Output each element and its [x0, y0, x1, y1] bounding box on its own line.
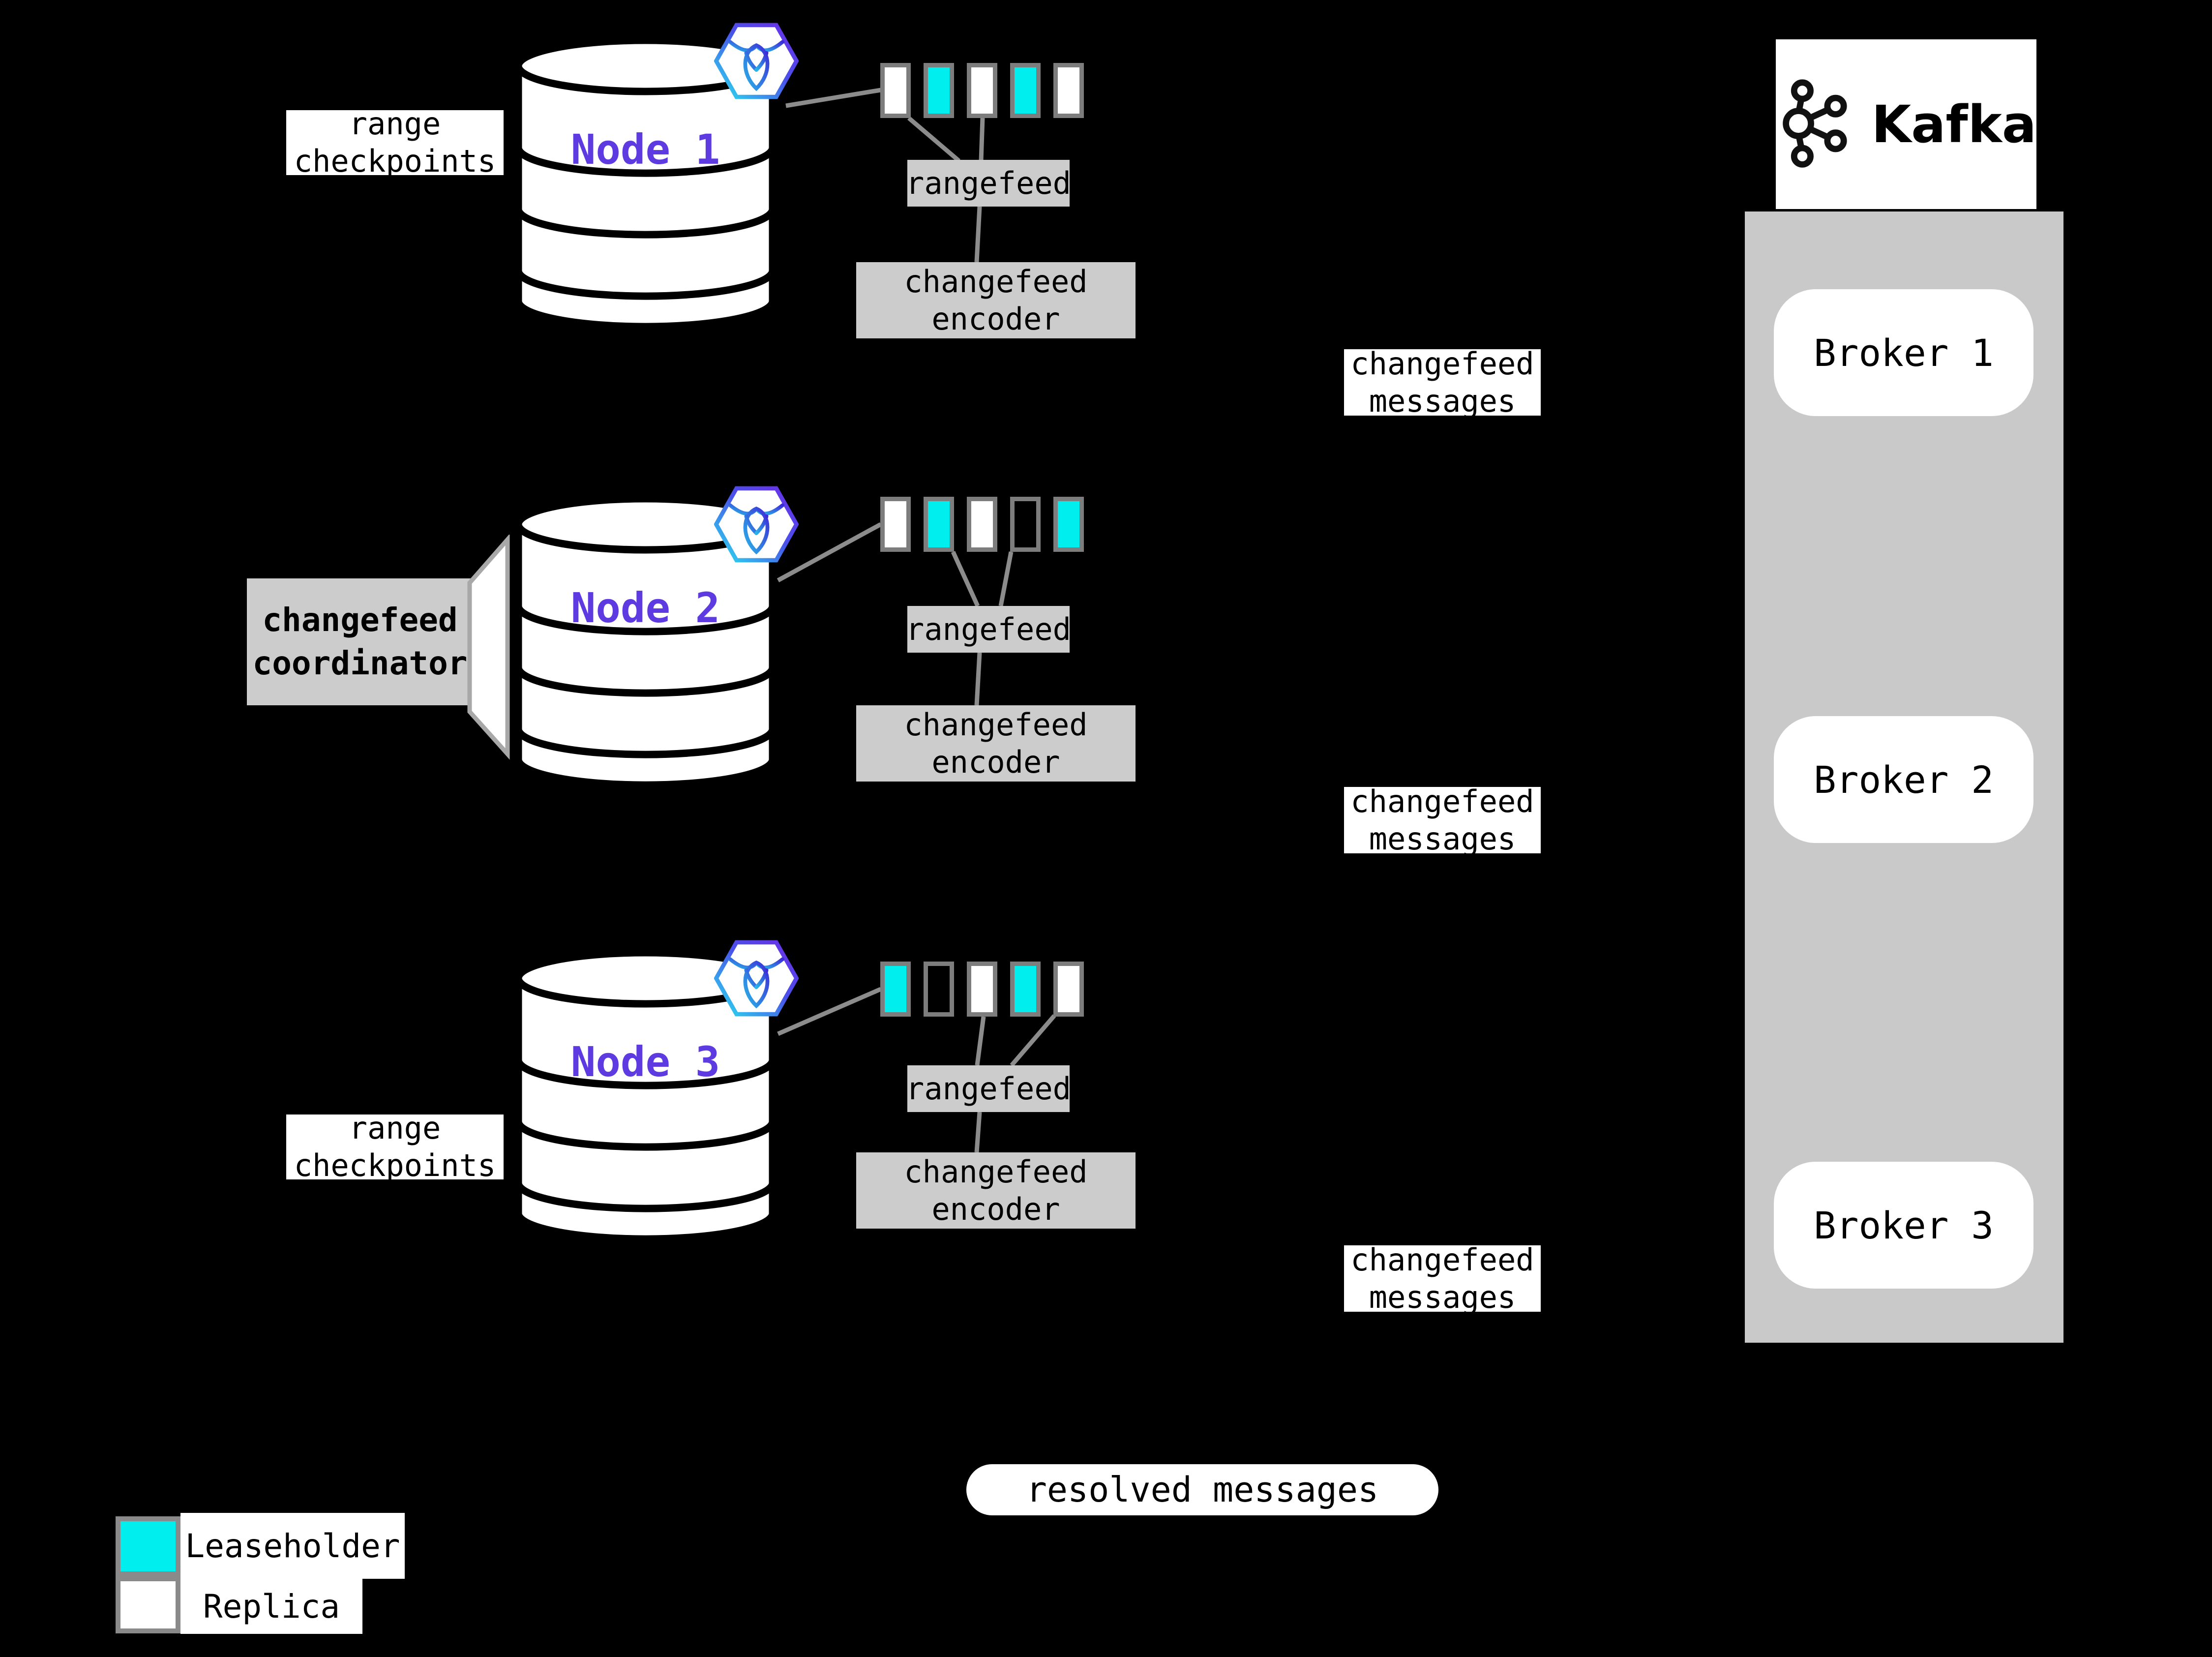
node-label: Node 3 [570, 1038, 720, 1086]
resolved-messages-label: resolved messages [966, 1464, 1438, 1515]
kafka-logo-box: Kafka [1776, 39, 2036, 209]
connector-line [907, 116, 960, 163]
range-box [1010, 962, 1041, 1017]
changefeed-messages-label: changefeed messages [1344, 787, 1541, 853]
database-cylinder [514, 949, 777, 1243]
range-box [1010, 63, 1041, 118]
range-box [1010, 497, 1041, 552]
range-checkpoints-label: range checkpoints [286, 110, 504, 175]
connector-line [777, 522, 882, 582]
broker-box: Broker 2 [1774, 716, 2033, 843]
broker-box: Broker 3 [1774, 1162, 2033, 1289]
database-cylinder [514, 495, 777, 789]
connector-line [951, 551, 980, 607]
range-box [967, 63, 997, 118]
range-box [924, 63, 954, 118]
range-box [967, 497, 997, 552]
connector-line [975, 1016, 986, 1066]
range-row [880, 63, 1084, 118]
changefeed-encoder-box: changefeed encoder [856, 705, 1136, 782]
changefeed-coordinator-label: changefeed coordinator [247, 578, 473, 705]
changefeed-messages-label: changefeed messages [1344, 1245, 1541, 1312]
range-box [1053, 63, 1084, 118]
range-row [880, 497, 1084, 552]
node-label: Node 2 [570, 584, 720, 632]
range-box [1053, 962, 1084, 1017]
kafka-icon [1783, 79, 1847, 168]
legend-replica-label: Replica [180, 1579, 362, 1634]
database-cylinder [514, 36, 777, 331]
changefeed-encoder-box: changefeed encoder [856, 1152, 1136, 1229]
connector-line [974, 1112, 982, 1153]
legend-replica-swatch [116, 1576, 180, 1633]
cockroachdb-logo-icon [714, 486, 799, 563]
range-box [880, 497, 911, 552]
range-box [1053, 497, 1084, 552]
legend-leaseholder-label: Leaseholder [180, 1513, 405, 1579]
legend-leaseholder-swatch [116, 1516, 180, 1576]
range-checkpoints-label: range checkpoints [286, 1115, 504, 1179]
node-label: Node 1 [570, 125, 720, 174]
cockroachdb-logo-icon [714, 940, 799, 1017]
connector-line [974, 652, 982, 706]
connector-line [979, 118, 985, 161]
connector-line [998, 551, 1014, 606]
changefeed-messages-label: changefeed messages [1344, 349, 1541, 416]
broker-box: Broker 1 [1774, 289, 2033, 416]
coordinator-flag [467, 535, 510, 760]
cockroachdb-logo-icon [714, 23, 799, 99]
changefeed-encoder-box: changefeed encoder [856, 262, 1136, 338]
range-box [967, 962, 997, 1017]
connector-line [777, 987, 882, 1036]
rangefeed-box: rangefeed [907, 1065, 1070, 1112]
range-box [880, 962, 911, 1017]
kafka-title: Kafka [1871, 94, 2036, 154]
rangefeed-box: rangefeed [907, 160, 1070, 207]
connector-line [1010, 1014, 1056, 1067]
rangefeed-box: rangefeed [907, 606, 1070, 653]
range-row [880, 962, 1084, 1017]
range-box [924, 962, 954, 1017]
connector-line [974, 206, 982, 263]
connector-line [785, 88, 881, 108]
range-box [880, 63, 911, 118]
range-box [924, 497, 954, 552]
